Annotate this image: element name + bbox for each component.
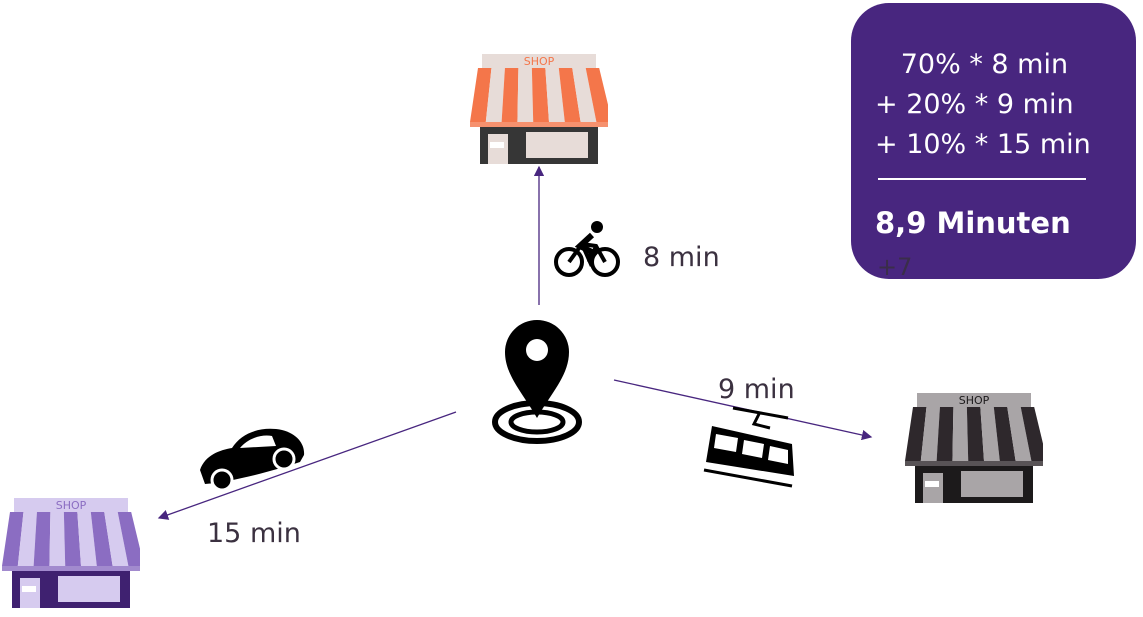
sum-divider xyxy=(878,178,1086,180)
car-time-label: 15 min xyxy=(207,518,301,549)
shop-icon xyxy=(2,498,140,608)
calculation-box: 70% * 8 min + 20% * 9 min + 10% * 15 min… xyxy=(851,3,1136,281)
shop-icon xyxy=(905,393,1043,503)
shop-right: SHOP xyxy=(905,393,1043,503)
calc-line-2: + 20% * 9 min xyxy=(875,89,1074,120)
shop-icon xyxy=(470,54,608,164)
bike-time-label: 8 min xyxy=(643,242,720,273)
calc-line-1: 70% * 8 min xyxy=(875,49,1069,80)
shop-sign: SHOP xyxy=(523,55,555,68)
arrow-to-left-shop xyxy=(157,411,457,520)
shop-sign: SHOP xyxy=(958,394,990,407)
car-icon xyxy=(200,428,305,492)
calc-line-3: + 10% * 15 min xyxy=(875,129,1091,160)
location-pin-icon xyxy=(492,320,582,444)
shop-top: SHOP xyxy=(470,54,608,164)
stray-text: +7 xyxy=(877,253,913,281)
shop-left: SHOP xyxy=(2,498,140,608)
bicycle-icon xyxy=(554,221,620,277)
tram-time-label: 9 min xyxy=(718,374,795,405)
calc-result: 8,9 Minuten xyxy=(875,206,1071,240)
tram-icon xyxy=(703,406,794,488)
shop-sign: SHOP xyxy=(55,499,87,512)
